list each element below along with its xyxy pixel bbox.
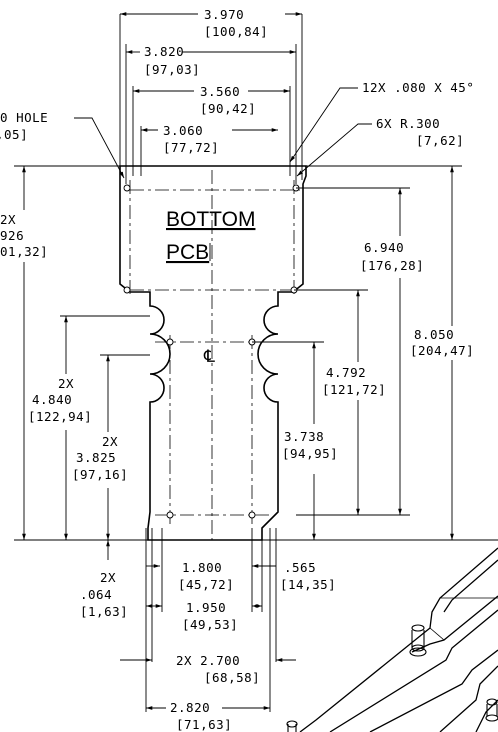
- dim-4792-inch: 4.792: [326, 365, 366, 380]
- dim-0565-mm: [14,35]: [280, 577, 336, 592]
- dim-3738-inch: 3.738: [284, 429, 324, 444]
- dim-0064-mm: [1,63]: [80, 604, 128, 619]
- label-bottom: BOTTOM: [166, 208, 255, 231]
- centerline-symbol: ℄: [203, 347, 215, 367]
- dim-2700-mm: [68,58]: [204, 670, 260, 685]
- dim-4840-mm: [122,94]: [28, 409, 92, 424]
- dim-1800-mm: [45,72]: [178, 577, 234, 592]
- dim-3060-mm: [77,72]: [163, 140, 219, 155]
- dim-3825-mm: [97,16]: [72, 467, 128, 482]
- dim-3560-mm: [90,42]: [200, 101, 256, 116]
- dim-2820-inch: 2.820: [170, 700, 210, 715]
- dim-3738-mm: [94,95]: [282, 446, 338, 461]
- dim-3825-inch: 3.825: [76, 450, 116, 465]
- enclosure-screw-2: [485, 698, 498, 722]
- dim-6940-mm: [176,28]: [360, 258, 424, 273]
- enclosure-screw-3: [286, 720, 298, 732]
- dim-4840-inch: 4.840: [32, 392, 72, 407]
- dim-3560-inch: 3.560: [200, 84, 240, 99]
- dim-0064-qty: 2X: [100, 570, 116, 585]
- dim-4840-qty: 2X: [58, 376, 74, 391]
- enclosure-screw-1: [409, 624, 427, 657]
- dim-7926-inch: .926: [0, 228, 24, 243]
- dim-3060-inch: 3.060: [163, 123, 203, 138]
- dim-1950-mm: [49,53]: [182, 617, 238, 632]
- leader-radius: [296, 123, 372, 177]
- enclosure-isometric-detail: [286, 547, 498, 732]
- dim-3820-mm: [97,03]: [144, 62, 200, 77]
- callout-chamfer: 12X .080 X 45°: [362, 80, 474, 95]
- callout-radius: 6X R.300: [376, 116, 440, 131]
- callout-hole-mm: ,05]: [0, 127, 28, 142]
- callout-radius-mm: [7,62]: [416, 133, 464, 148]
- dim-7926-mm: 201,32]: [0, 244, 48, 259]
- dim-0565-inch: .565: [284, 560, 316, 575]
- dim-3970-mm: [100,84]: [204, 24, 268, 39]
- dim-0064-inch: .064: [80, 587, 112, 602]
- dim-4792-mm: [121,72]: [322, 382, 386, 397]
- dim-2820-mm: [71,63]: [176, 717, 232, 732]
- leader-chamfer: [289, 87, 358, 163]
- label-pcb: PCB: [166, 241, 209, 264]
- dim-8050-inch: 8.050: [414, 327, 454, 342]
- dim-3825-qty: 2X: [102, 434, 118, 449]
- dim-6940-inch: 6.940: [364, 240, 404, 255]
- callout-hole: 20 HOLE: [0, 110, 48, 125]
- dim-8050-mm: [204,47]: [410, 343, 474, 358]
- dim-1800-inch: 1.800: [182, 560, 222, 575]
- dim-1950-inch: 1.950: [186, 600, 226, 615]
- leader-hole: [74, 117, 125, 179]
- dim-7926-qty: 2X: [0, 212, 16, 227]
- dim-3820-inch: 3.820: [144, 44, 184, 59]
- dim-2700-inch: 2X 2.700: [176, 653, 240, 668]
- dim-3970-inch: 3.970: [204, 7, 244, 22]
- mounting-holes: [123, 184, 300, 519]
